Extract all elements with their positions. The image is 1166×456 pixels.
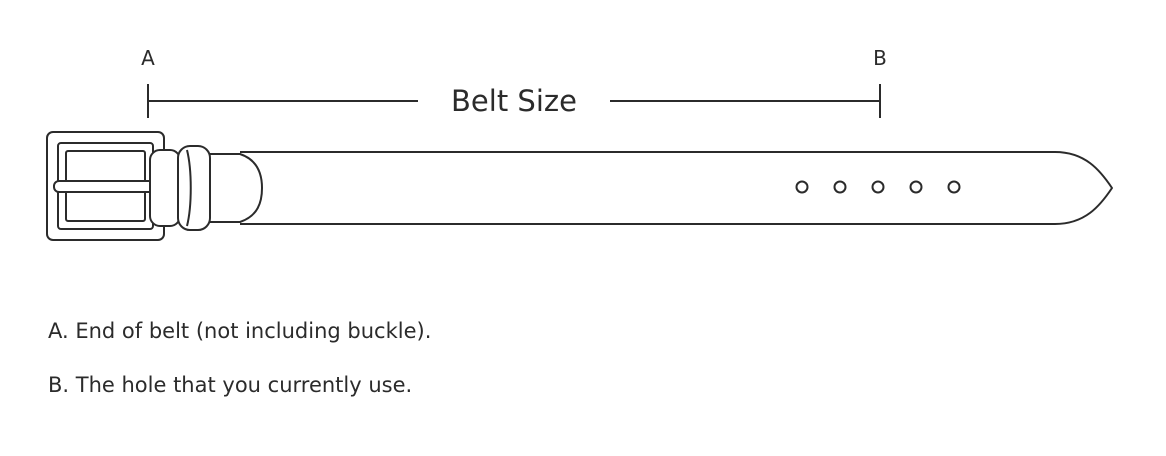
- marker-b-label: B: [873, 46, 887, 70]
- measurement-line: [147, 84, 881, 118]
- marker-a-label: A: [141, 46, 155, 70]
- legend: A. End of belt (not including buckle). B…: [48, 318, 948, 426]
- buckle: [46, 131, 165, 241]
- belt-hole: [909, 180, 923, 194]
- belt-keeper-shadow: [186, 149, 192, 227]
- belt-holes: [795, 180, 961, 194]
- legend-line-a: A. End of belt (not including buckle).: [48, 319, 432, 343]
- belt-hole: [871, 180, 885, 194]
- belt-keeper-1: [149, 149, 181, 227]
- belt-hole: [947, 180, 961, 194]
- belt-strap: [240, 151, 1113, 225]
- belt-hole: [833, 180, 847, 194]
- belt-hole: [795, 180, 809, 194]
- belt-keeper-2: [177, 145, 211, 231]
- belt-loop-end: [204, 153, 263, 223]
- legend-line-b: B. The hole that you currently use.: [48, 373, 413, 397]
- belt-size-label: Belt Size: [451, 84, 577, 118]
- belt-illustration: [46, 131, 1113, 241]
- buckle-prong: [53, 180, 165, 193]
